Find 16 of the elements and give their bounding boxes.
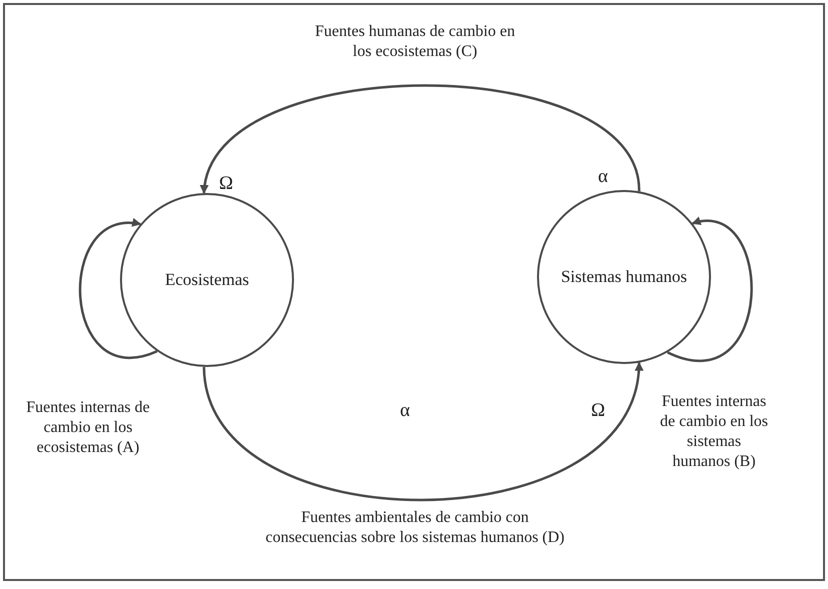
curved-arrow [79,219,158,359]
curved-arrow [667,218,752,362]
endpoint-symbol: Ω [218,173,234,195]
edge-label: Fuentes ambientales de cambio con consecuencias sobre los sistemas humanos (D) [264,508,566,548]
curved-arrow [202,84,640,194]
node-label: Sistemas humanos [560,267,688,287]
edge-label: Fuentes internas de cambio en los sistemas humanos (B) [659,392,769,472]
node-label: Ecosistemas [164,270,250,290]
circle-node [537,190,711,364]
endpoint-symbol: Ω [590,400,606,422]
edge-label: Fuentes humanas de cambio en los ecosistemas (C) [315,22,515,62]
edge-label: Fuentes internas de cambio en los ecosistemas (A) [25,398,151,458]
endpoint-symbol: α [598,166,608,188]
curved-arrow [202,362,642,502]
circle-node [120,193,294,367]
endpoint-symbol: α [400,400,410,422]
